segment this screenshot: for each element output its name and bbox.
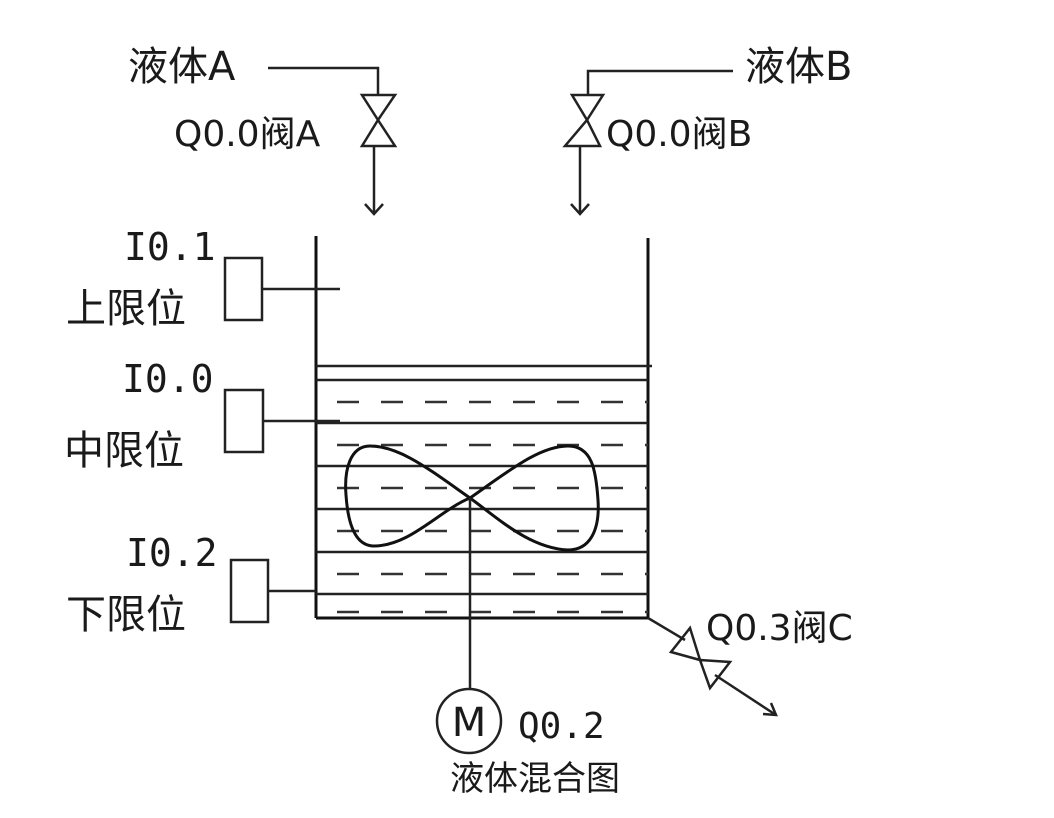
inlet-a: 液体A Q0.0阀A	[128, 44, 398, 216]
motor-address: Q0.2	[518, 706, 605, 747]
sensor-middle-name: 中限位	[64, 428, 184, 474]
valve-b-icon	[562, 93, 606, 148]
liquid-level-lines	[316, 364, 652, 596]
inlet-b: 液体B Q0.0阀B	[562, 44, 852, 216]
valve-c-icon	[668, 625, 733, 691]
outlet-flow-arrow	[714, 673, 777, 717]
outlet: Q0.3阀C	[647, 608, 853, 717]
sensor-lower: I0.2 下限位	[66, 531, 316, 638]
sensor-middle-address: I0.0	[122, 357, 214, 401]
liquid-a-label: 液体A	[128, 44, 236, 90]
valve-b-label: Q0.0阀B	[606, 114, 752, 155]
arrow-head-a-icon	[364, 203, 384, 216]
pipe-b	[586, 69, 733, 95]
tank	[314, 236, 652, 690]
diagram-title: 液体混合图	[450, 759, 620, 799]
sensor-upper: I0.1 上限位	[66, 225, 340, 332]
motor: M Q0.2	[435, 687, 605, 755]
agitator-icon	[344, 444, 600, 552]
valve-a-icon	[359, 93, 398, 148]
sensor-upper-name: 上限位	[66, 286, 186, 332]
sensor-lower-icon	[229, 558, 270, 624]
liquid-b-label: 液体B	[745, 44, 852, 90]
sensor-upper-icon	[223, 256, 264, 322]
outlet-pipe	[647, 616, 686, 642]
valve-c-label: Q0.3阀C	[706, 608, 853, 649]
sensor-lower-address: I0.2	[126, 531, 218, 575]
pipe-a	[268, 66, 380, 95]
motor-icon	[435, 687, 503, 755]
sensor-middle-icon	[223, 388, 265, 454]
sensor-lower-name: 下限位	[66, 592, 186, 638]
sensor-upper-address: I0.1	[124, 225, 216, 269]
motor-symbol: M	[452, 700, 487, 746]
arrow-head-b-icon	[570, 203, 590, 216]
liquid-dash-lines	[337, 400, 648, 614]
outlet-arrow-head-icon	[762, 702, 778, 717]
valve-a-label: Q0.0阀A	[174, 114, 321, 155]
sensor-middle: I0.0 中限位	[64, 357, 340, 474]
